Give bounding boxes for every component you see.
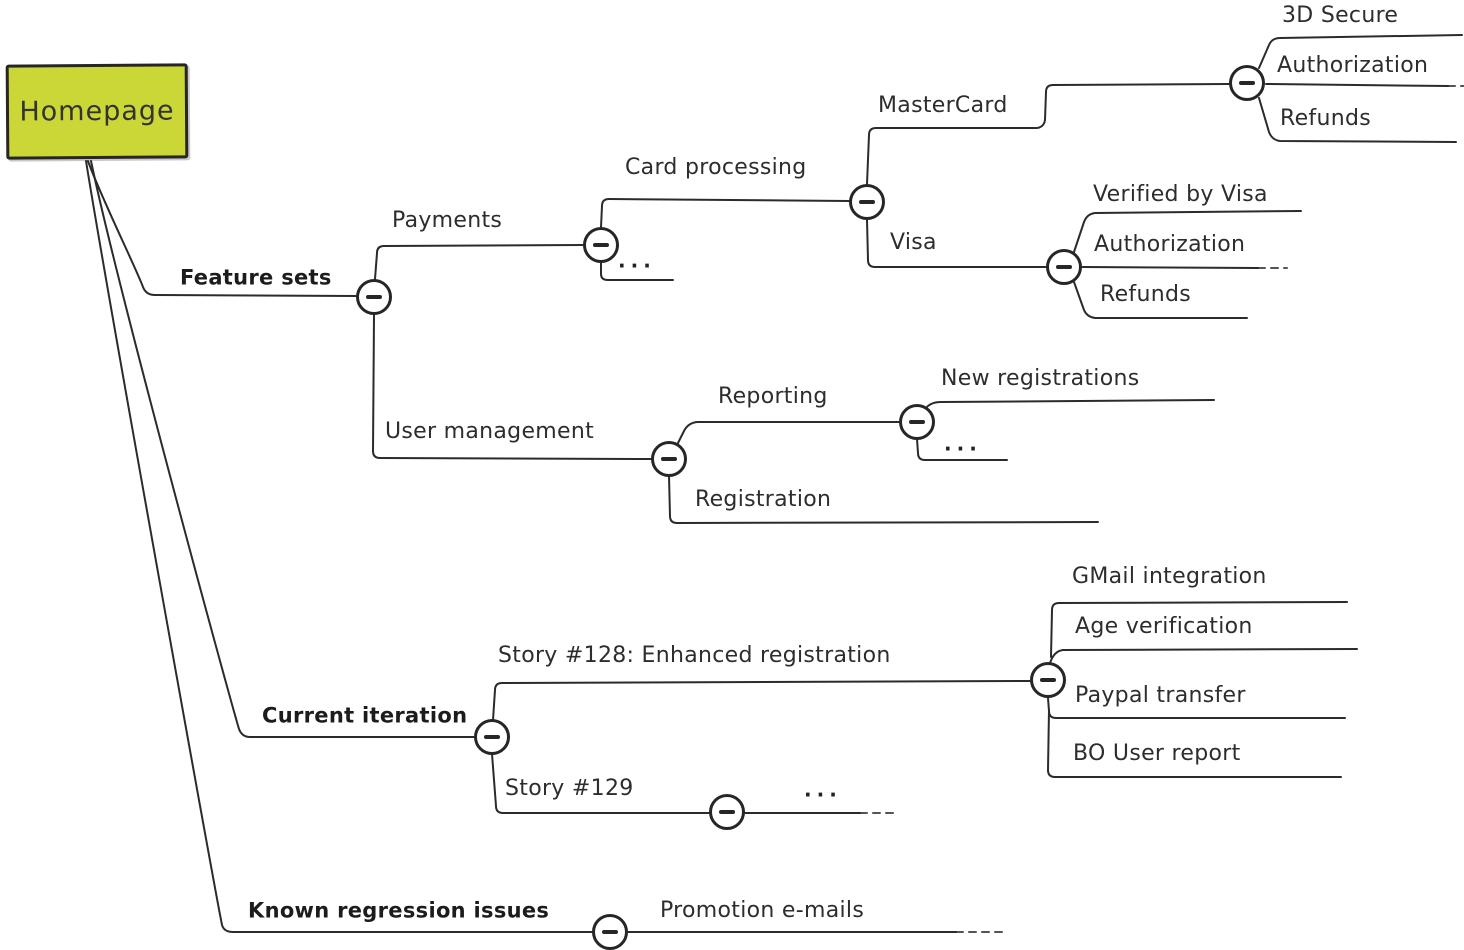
collapse-toggle-payments[interactable]: [583, 227, 619, 263]
wire-user-management-registration: [668, 475, 1099, 524]
wire-payments-card-processing: [600, 198, 850, 228]
collapse-toggle-mastercard[interactable]: [1229, 65, 1265, 101]
collapsed-indicator-story-129: ...: [804, 777, 842, 802]
wire-visa-refunds: [1073, 281, 1248, 319]
minus-icon: [859, 200, 875, 204]
node-current-iteration[interactable]: Current iteration: [262, 703, 468, 728]
minus-icon: [593, 243, 609, 247]
node-homepage[interactable]: Homepage: [5, 63, 189, 160]
node-mastercard-refunds[interactable]: Refunds: [1280, 106, 1371, 131]
node-age-verification[interactable]: Age verification: [1075, 614, 1253, 639]
node-mastercard[interactable]: MasterCard: [878, 93, 1008, 118]
wire-card-processing-mastercard: [866, 83, 1230, 185]
wire-story128-bo-user-report: [1047, 709, 1342, 778]
wire-root-feature-sets: [87, 160, 357, 297]
minus-icon: [366, 295, 382, 299]
node-visa-refunds[interactable]: Refunds: [1100, 282, 1191, 307]
wire-reporting-collapsed: [916, 438, 1008, 461]
wire-current-iteration-story128: [492, 680, 1031, 721]
minus-icon: [909, 420, 925, 424]
collapse-toggle-visa[interactable]: [1046, 249, 1082, 285]
wire-user-management-reporting: [676, 421, 900, 446]
wire-story128-age-verification: [1049, 648, 1358, 664]
wire-root-known-regression: [85, 160, 593, 933]
node-registration[interactable]: Registration: [695, 487, 832, 512]
node-feature-sets[interactable]: Feature sets: [180, 265, 332, 290]
collapse-toggle-feature-sets[interactable]: [356, 279, 392, 315]
collapse-toggle-reporting[interactable]: [899, 404, 935, 440]
wire-mastercard-3d-secure: [1258, 34, 1463, 69]
collapsed-indicator-payments: ...: [618, 248, 656, 273]
wire-story128-gmail: [1050, 601, 1348, 658]
collapse-toggle-story-129[interactable]: [709, 794, 745, 830]
minus-icon: [1239, 81, 1255, 85]
node-mastercard-authorization[interactable]: Authorization: [1277, 53, 1429, 78]
node-paypal-transfer[interactable]: Paypal transfer: [1075, 683, 1246, 708]
minus-icon: [661, 457, 677, 461]
node-known-regression-issues[interactable]: Known regression issues: [248, 898, 550, 923]
wire-mastercard-authorization: [1265, 83, 1449, 87]
wire-current-iteration-story129: [491, 753, 710, 814]
minus-icon: [602, 930, 618, 934]
collapse-toggle-current-iteration[interactable]: [474, 719, 510, 755]
node-story-129[interactable]: Story #129: [505, 776, 634, 801]
node-bo-user-report[interactable]: BO User report: [1073, 741, 1241, 766]
wire-payments-collapsed: [600, 262, 674, 281]
collapsed-indicator-reporting: ...: [944, 431, 982, 456]
node-verified-by-visa[interactable]: Verified by Visa: [1093, 182, 1268, 207]
minus-icon: [484, 735, 500, 739]
wire-root-current-iteration: [90, 160, 475, 738]
collapse-toggle-card-processing[interactable]: [849, 184, 885, 220]
wire-card-processing-visa: [866, 219, 1047, 268]
node-card-processing[interactable]: Card processing: [625, 155, 807, 180]
node-payments[interactable]: Payments: [392, 208, 503, 233]
node-user-management[interactable]: User management: [385, 419, 595, 444]
minus-icon: [719, 810, 735, 814]
wire-reporting-new-registrations: [925, 399, 1215, 409]
wire-feature-sets-user-management: [372, 314, 652, 460]
node-gmail-integration[interactable]: GMail integration: [1072, 564, 1267, 589]
wire-visa-authorization: [1081, 266, 1259, 269]
node-new-registrations[interactable]: New registrations: [941, 366, 1140, 391]
node-homepage-label: Homepage: [19, 95, 175, 128]
node-3d-secure[interactable]: 3D Secure: [1282, 3, 1399, 28]
node-visa-authorization[interactable]: Authorization: [1094, 232, 1246, 257]
wire-visa-verified: [1073, 210, 1302, 253]
minus-icon: [1040, 678, 1056, 682]
collapse-toggle-story-128[interactable]: [1030, 662, 1066, 698]
collapse-toggle-known-regression[interactable]: [592, 914, 628, 950]
node-story-128[interactable]: Story #128: Enhanced registration: [498, 643, 891, 668]
node-visa[interactable]: Visa: [890, 230, 937, 255]
collapse-toggle-user-management[interactable]: [651, 441, 687, 477]
minus-icon: [1056, 265, 1072, 269]
node-reporting[interactable]: Reporting: [718, 384, 828, 409]
wire-feature-sets-payments: [374, 244, 584, 280]
node-promotion-emails[interactable]: Promotion e-mails: [660, 898, 865, 923]
wire-mastercard-refunds: [1258, 97, 1457, 143]
